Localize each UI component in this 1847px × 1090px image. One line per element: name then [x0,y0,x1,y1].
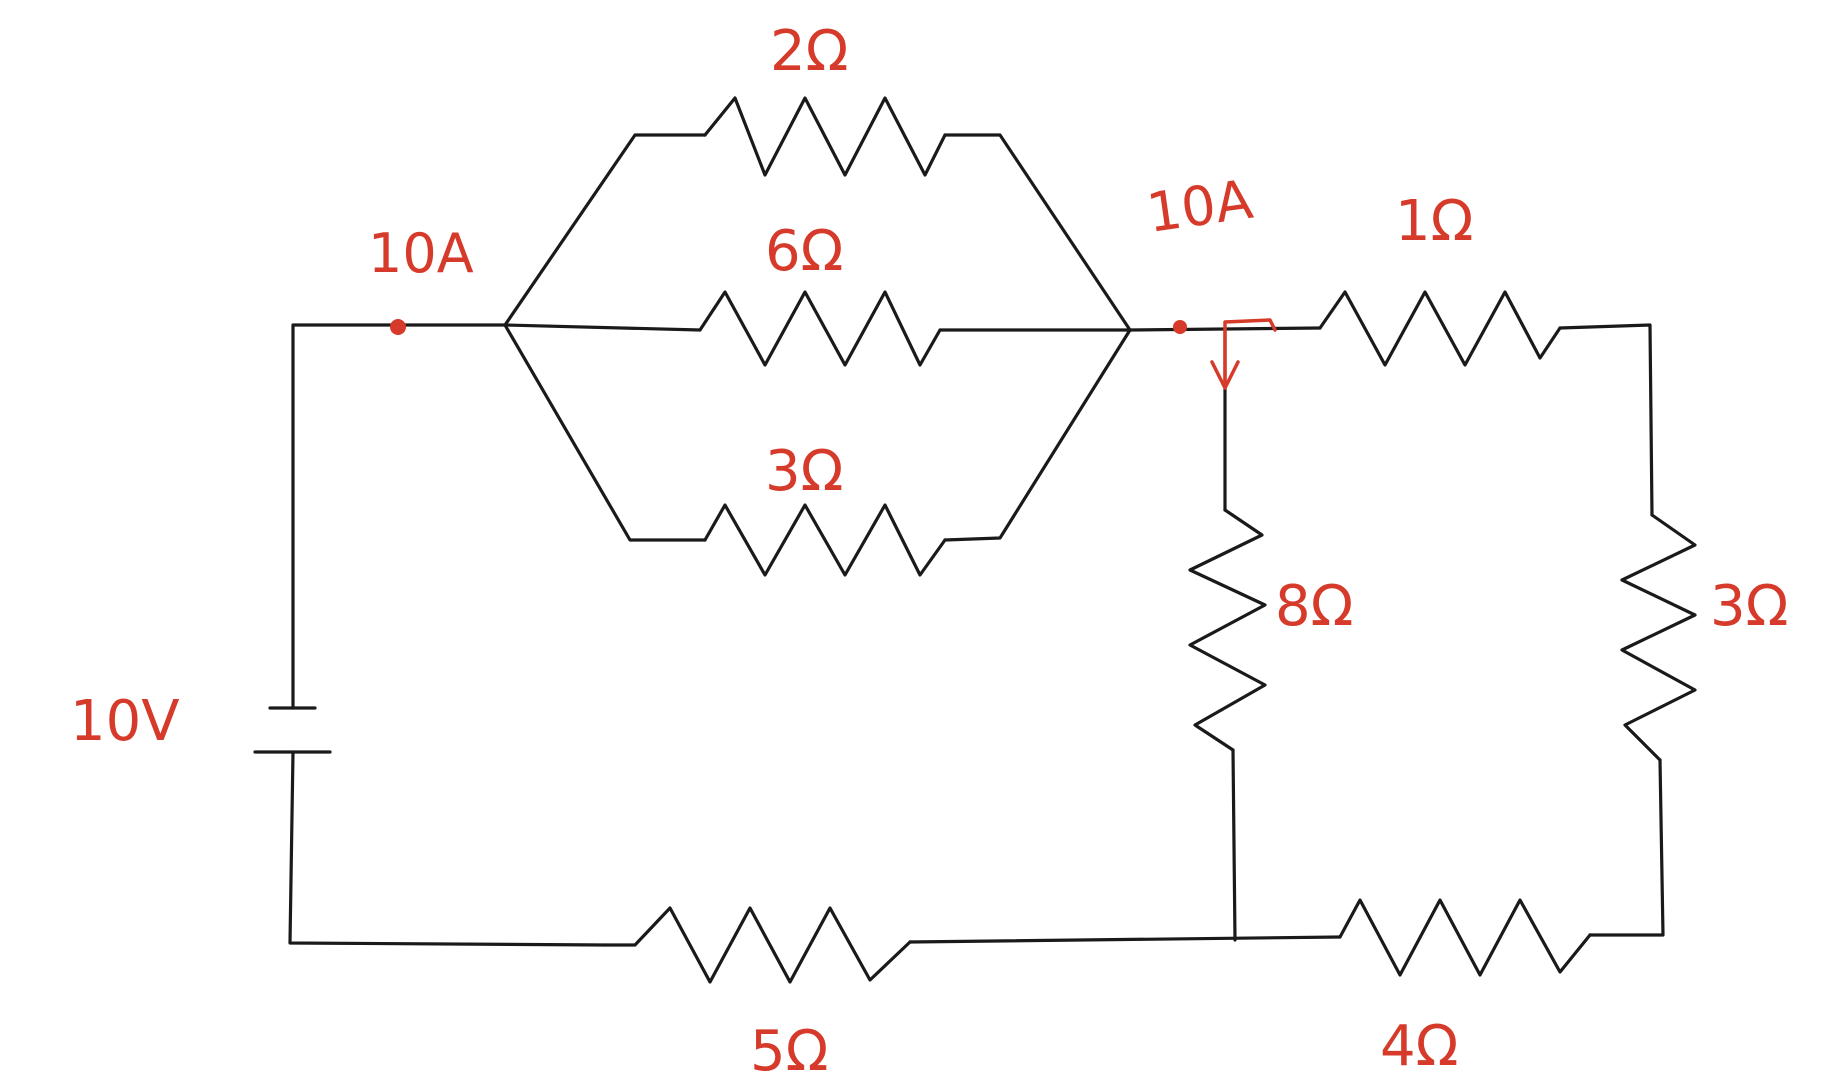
current-label-left: 10A [368,222,474,285]
wire-parallel-bot-left [503,323,707,542]
right-vertical-branch [1588,513,1697,937]
wire-left-top [291,323,507,710]
resistor-3ohm-zigzag [703,503,947,577]
label-10v: 10V [70,689,180,754]
right-top-branch [1128,290,1654,517]
resistor-6ohm-zigzag [698,290,942,367]
parallel-block [503,96,1132,577]
label-3ohm-parallel: 3Ω [765,439,843,504]
wire-parallel-top-left [503,133,707,327]
resistor-2ohm-zigzag [703,96,947,177]
label-4ohm: 4Ω [1380,1014,1458,1079]
resistor-vert-3ohm-zigzag [1620,513,1697,762]
resistor-5ohm-zigzag [603,906,912,984]
label-8ohm: 8Ω [1275,574,1353,639]
left-branch [253,323,607,947]
battery-symbol [253,706,332,754]
label-3ohm-right: 3Ω [1710,574,1788,639]
wire-parallel-bot-right [943,328,1132,542]
current-arrow-right [1223,318,1277,332]
label-1ohm: 1Ω [1395,189,1473,254]
label-5ohm: 5Ω [750,1019,828,1084]
current-split-down-arrow [1210,328,1240,390]
wire-parallel-top-right [943,133,1132,332]
annotations: 10A 10A [368,168,1277,390]
wire-bottom-middle [908,935,1342,944]
node-dot-right [1173,320,1187,334]
wire-right-vertical-bottom [1588,758,1665,937]
wire-left-bottom [288,750,607,947]
resistor-1ohm-zigzag [1318,290,1562,367]
resistor-8ohm-zigzag [1188,508,1267,752]
bottom-branch [603,898,1592,984]
label-6ohm: 6Ω [765,219,843,284]
wire-mid-vertical-bottom [1231,748,1237,942]
wire-right-top-corner [1558,323,1654,517]
component-labels: 2Ω 6Ω 3Ω 1Ω 8Ω 3Ω 5Ω 4Ω 10V [70,19,1788,1084]
middle-vertical-branch [1188,328,1267,942]
resistor-4ohm-zigzag [1338,898,1592,977]
wire-parallel-mid-left [503,323,702,332]
label-2ohm: 2Ω [770,19,848,84]
node-dot-left [390,319,406,335]
current-label-right: 10A [1143,168,1256,245]
